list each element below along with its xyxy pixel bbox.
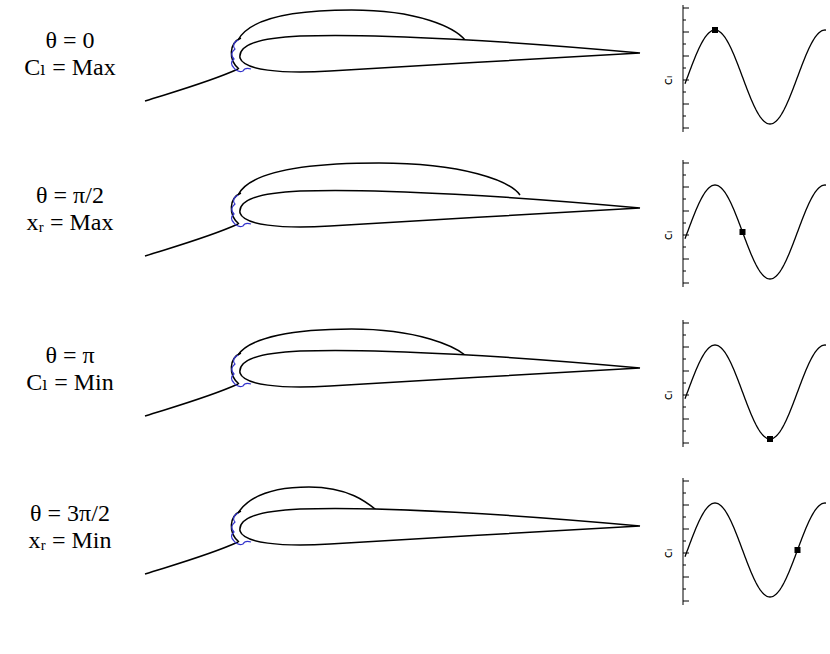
axis-tick [683,443,689,444]
axis-tick [683,223,686,224]
cl-curve [685,503,826,597]
axis-label: cₗ [662,75,675,84]
axis-tick [683,283,689,284]
axis-tick [683,163,689,164]
slat [231,38,241,69]
axis-tick [683,56,689,57]
cl-curve [685,185,826,279]
axis-tick [683,247,686,248]
phase-label: θ = 3π/2 [30,501,110,525]
phase-marker [740,229,746,235]
axis-tick [683,187,689,188]
slat [231,511,241,542]
phase-label: Cₗ = Max [24,55,115,79]
airfoil-row [145,478,826,605]
phase-marker [795,547,801,553]
slat-cove-flow [232,195,252,227]
phase-marker [767,436,773,442]
slat-cove-flow [232,40,252,72]
axis-tick [683,323,689,324]
airfoil [240,508,640,545]
phase-label: xᵣ = Min [28,528,111,552]
cl-curve [685,345,826,439]
streamline [145,224,238,256]
axis-tick [683,128,689,129]
axis-tick [683,104,689,105]
phase-label: Cₗ = Min [26,370,113,394]
axis-tick [683,92,686,93]
axis-tick [683,589,686,590]
slat [231,353,241,384]
axis-tick [683,431,686,432]
phase-label: θ = π [45,343,94,367]
phase-label: θ = 0 [45,28,94,52]
axis-tick [683,32,689,33]
axis-tick [683,347,689,348]
axis-tick [683,8,689,9]
phase-label: θ = π/2 [36,183,104,207]
axis-tick [683,68,686,69]
axis-tick [683,517,686,518]
axis-tick [683,419,689,420]
axis-tick [683,359,686,360]
airfoil-row [145,160,826,287]
axis-tick [683,175,686,176]
axis-tick [683,211,689,212]
axis-tick [683,529,689,530]
axis-label: cₗ [662,548,675,557]
axis-tick [683,20,686,21]
slat [231,193,241,224]
airfoil-row [145,320,826,447]
axis-label: cₗ [662,390,675,399]
airfoil [240,350,640,387]
axis-tick [683,44,686,45]
axis-tick [683,577,689,578]
airfoil-row [145,5,826,132]
axis-tick [683,541,686,542]
axis-tick [683,259,689,260]
axis-label: cₗ [662,230,675,239]
axis-tick [683,335,686,336]
separation-bubble [238,163,520,195]
axis-tick [683,505,689,506]
axis-tick [683,116,686,117]
axis-tick [683,601,689,602]
streamline [145,69,238,101]
axis-tick [683,371,689,372]
axis-tick [683,565,686,566]
streamline [145,542,238,574]
axis-tick [683,407,686,408]
axis-tick [683,199,686,200]
phase-marker [712,27,718,33]
streamline [145,384,238,416]
cl-curve [685,30,826,124]
axis-tick [683,493,686,494]
slat-cove-flow [232,513,252,545]
airfoil [240,190,640,227]
slat-cove-flow [232,355,252,387]
axis-tick [683,383,686,384]
axis-tick [683,271,686,272]
phase-label: xᵣ = Max [26,210,113,234]
airfoil [240,35,640,72]
axis-tick [683,481,689,482]
